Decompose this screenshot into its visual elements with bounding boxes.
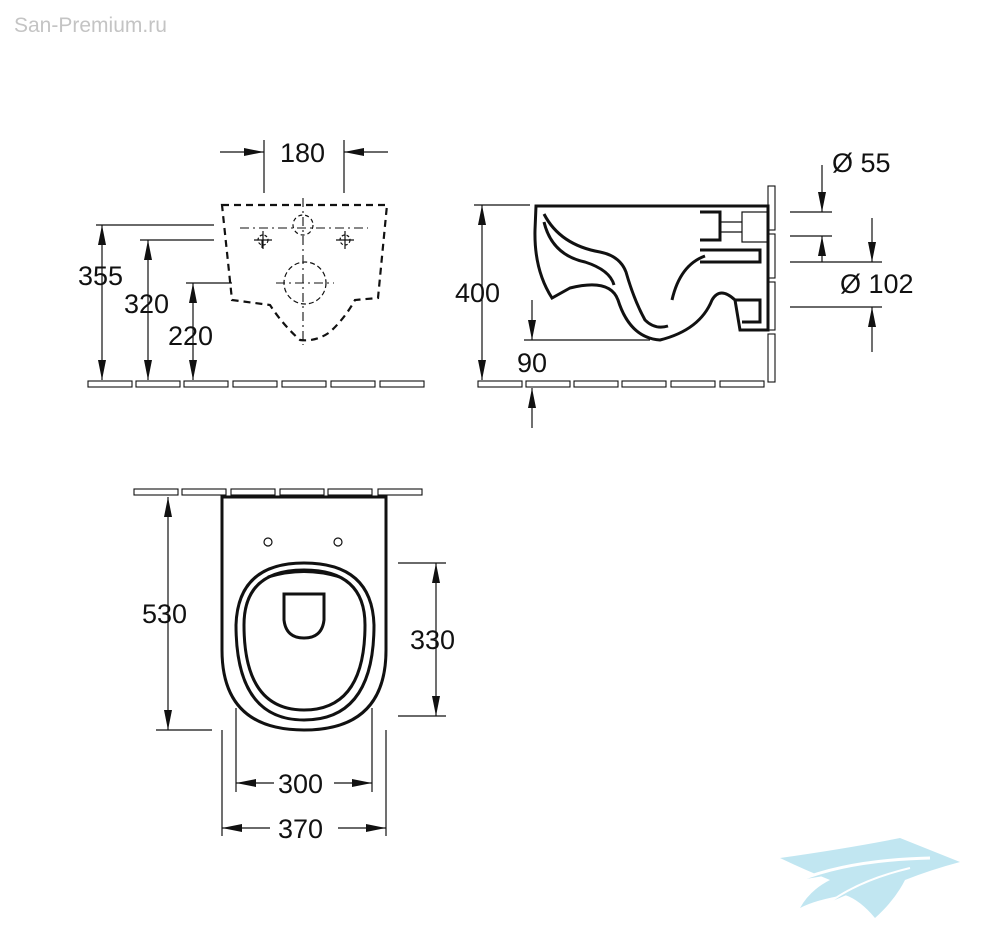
top-water-outlet xyxy=(282,592,326,640)
side-floor-tiles xyxy=(477,380,765,388)
dim-370: 370 xyxy=(221,730,387,844)
side-diameter-55-label: Ø 55 xyxy=(832,148,891,178)
side-view: 400 90 Ø 55 Ø 1 xyxy=(455,148,914,428)
dim-355: 355 xyxy=(78,225,123,380)
front-height-355-label: 355 xyxy=(78,261,123,291)
front-height-320-label: 320 xyxy=(124,289,169,319)
side-bowl-profile xyxy=(533,204,770,342)
top-seat-rim xyxy=(234,561,376,722)
front-fixing-holes xyxy=(254,214,354,249)
swoosh-logo xyxy=(780,838,960,918)
dim-330: 330 xyxy=(398,562,455,717)
top-view: 530 330 300 370 xyxy=(133,488,455,844)
side-height-400-label: 400 xyxy=(455,278,500,308)
side-diameter-102-label: Ø 102 xyxy=(840,269,914,299)
top-seat-hinge xyxy=(267,570,341,579)
dim-diameter-102: Ø 102 xyxy=(790,218,914,352)
dim-220: 220 xyxy=(168,283,213,380)
dim-diameter-55: Ø 55 xyxy=(790,148,891,262)
dim-180: 180 xyxy=(220,138,388,193)
dim-90: 90 xyxy=(517,300,650,428)
dim-400: 400 xyxy=(455,204,530,380)
front-height-220-label: 220 xyxy=(168,321,213,351)
top-depth-530-label: 530 xyxy=(142,599,187,629)
front-bowl-outline xyxy=(220,203,389,342)
front-view: 180 355 320 220 xyxy=(78,138,425,388)
top-inner-width-300-label: 300 xyxy=(278,769,323,799)
top-outer-width-370-label: 370 xyxy=(278,814,323,844)
dim-300: 300 xyxy=(235,708,373,799)
side-floor-gap-label: 90 xyxy=(517,348,547,378)
front-floor-tiles xyxy=(87,380,425,388)
dim-320: 320 xyxy=(124,240,169,380)
seat-hole-right xyxy=(333,537,343,547)
dim-530: 530 xyxy=(142,497,212,731)
seat-hole-left xyxy=(263,537,273,547)
top-wall-tiles xyxy=(133,488,423,496)
top-outer-body xyxy=(220,495,388,732)
watermark-text: San-Premium.ru xyxy=(14,14,167,37)
top-bowl-inner xyxy=(242,568,367,712)
front-width-label: 180 xyxy=(280,138,325,168)
top-bowl-depth-330-label: 330 xyxy=(410,625,455,655)
